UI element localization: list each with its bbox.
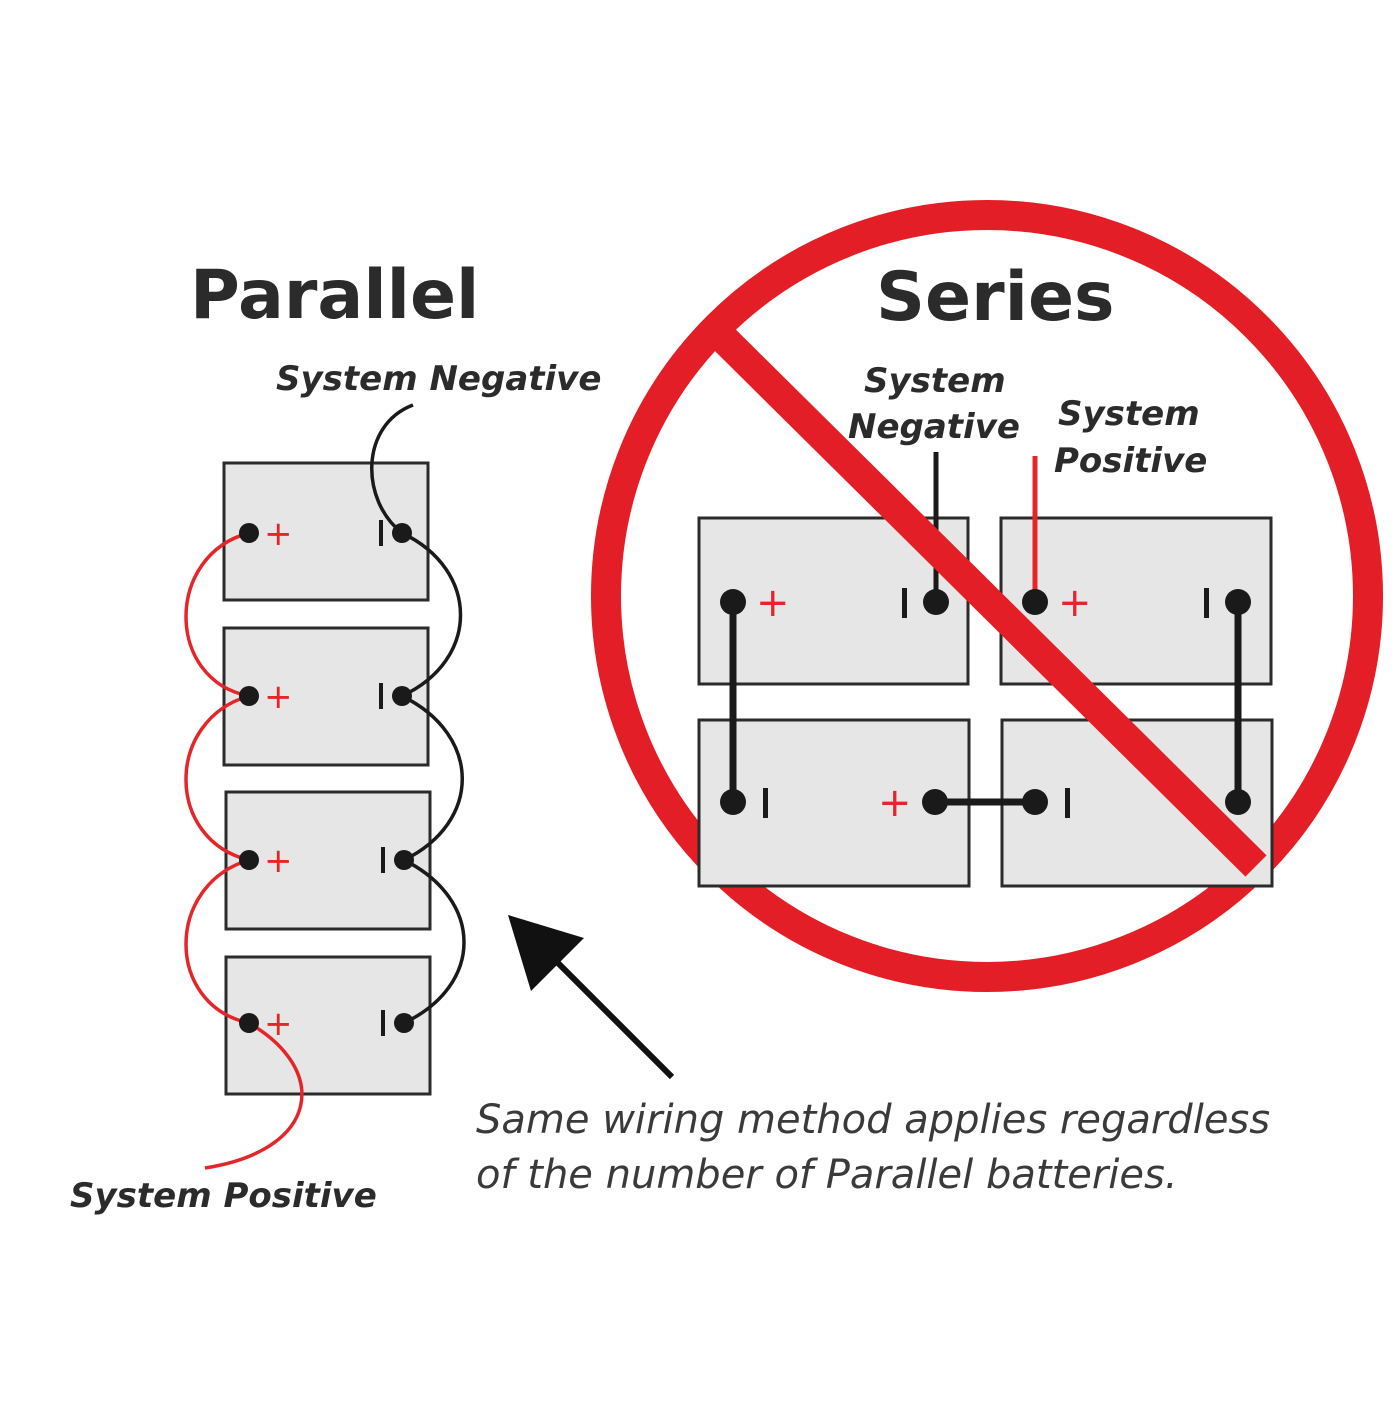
series-links: [729, 598, 1242, 806]
positive-symbol: +: [1058, 580, 1092, 626]
parallel-system-negative-wire: [370, 403, 414, 535]
negative-symbol: [381, 847, 385, 873]
parallel-section: Parallel System Negative: [70, 256, 601, 1216]
terminal-dot: [392, 686, 412, 706]
parallel-title: Parallel: [190, 256, 479, 335]
series-system-positive-label-line2: Positive: [1054, 441, 1207, 481]
note-line-2: of the number of Parallel batteries.: [476, 1152, 1178, 1198]
terminal-dot: [1225, 789, 1251, 815]
parallel-terminals: [239, 523, 414, 1033]
positive-symbol: +: [756, 580, 790, 626]
terminal-dot: [394, 850, 414, 870]
negative-symbol: [381, 1010, 385, 1036]
parallel-positive-link-1: [184, 531, 250, 698]
parallel-negative-link-2: [401, 694, 464, 862]
positive-symbol: +: [878, 780, 912, 826]
negative-symbol: [379, 683, 383, 709]
arrow-icon: [508, 915, 675, 1080]
parallel-system-negative-label: System Negative: [276, 359, 601, 399]
series-system-positive-label-line1: System: [1058, 394, 1200, 434]
note-line-1: Same wiring method applies regardless: [476, 1097, 1270, 1143]
parallel-system-positive-wire: [204, 1021, 304, 1170]
series-title: Series: [876, 258, 1115, 337]
terminal-dot: [394, 1013, 414, 1033]
parallel-positive-link-2: [184, 694, 250, 862]
negative-symbol: [763, 788, 768, 818]
negative-symbol: [1065, 788, 1070, 818]
series-terminals: [720, 589, 1251, 815]
terminal-dot: [1022, 589, 1048, 615]
note-text: Same wiring method applies regardless of…: [476, 1097, 1270, 1198]
series-system-negative-label-line1: System: [864, 361, 1006, 401]
parallel-negative-link-3: [403, 858, 466, 1025]
series-section: Series System Negative System Positive: [591, 200, 1383, 992]
no-symbol-slash: [707, 322, 1267, 877]
parallel-positive-wires: [184, 531, 304, 1170]
terminal-dot: [720, 789, 746, 815]
terminal-dot: [239, 850, 259, 870]
series-batteries: [697, 516, 1274, 888]
positive-symbol: +: [264, 1004, 293, 1044]
parallel-minus-symbols: [379, 520, 385, 1036]
terminal-dot: [392, 523, 412, 543]
parallel-positive-link-3: [184, 858, 250, 1025]
series-system-negative-label-line2: Negative: [848, 407, 1020, 447]
positive-symbol: +: [264, 514, 293, 554]
terminal-dot: [239, 1013, 259, 1033]
terminal-dot: [239, 523, 259, 543]
terminal-dot: [922, 789, 948, 815]
parallel-negative-link-1: [401, 531, 463, 698]
negative-symbol: [902, 588, 907, 618]
negative-symbol: [1204, 588, 1209, 618]
series-minus-symbols: [763, 588, 1209, 818]
parallel-batteries: [222, 461, 432, 1096]
no-symbol-icon: [591, 200, 1383, 992]
series-plus-symbols: + + +: [756, 580, 1092, 826]
positive-symbol: +: [264, 677, 293, 717]
terminal-dot: [1225, 589, 1251, 615]
negative-symbol: [379, 520, 383, 546]
parallel-system-positive-label: System Positive: [70, 1176, 377, 1216]
arrow-shaft: [542, 947, 675, 1080]
terminal-dot: [720, 589, 746, 615]
positive-symbol: +: [264, 841, 293, 881]
parallel-plus-symbols: + + + +: [264, 514, 293, 1044]
terminal-dot: [239, 686, 259, 706]
arrow-head: [508, 915, 584, 991]
parallel-negative-wires: [370, 403, 466, 1025]
terminal-dot: [1022, 789, 1048, 815]
terminal-dot: [923, 589, 949, 615]
